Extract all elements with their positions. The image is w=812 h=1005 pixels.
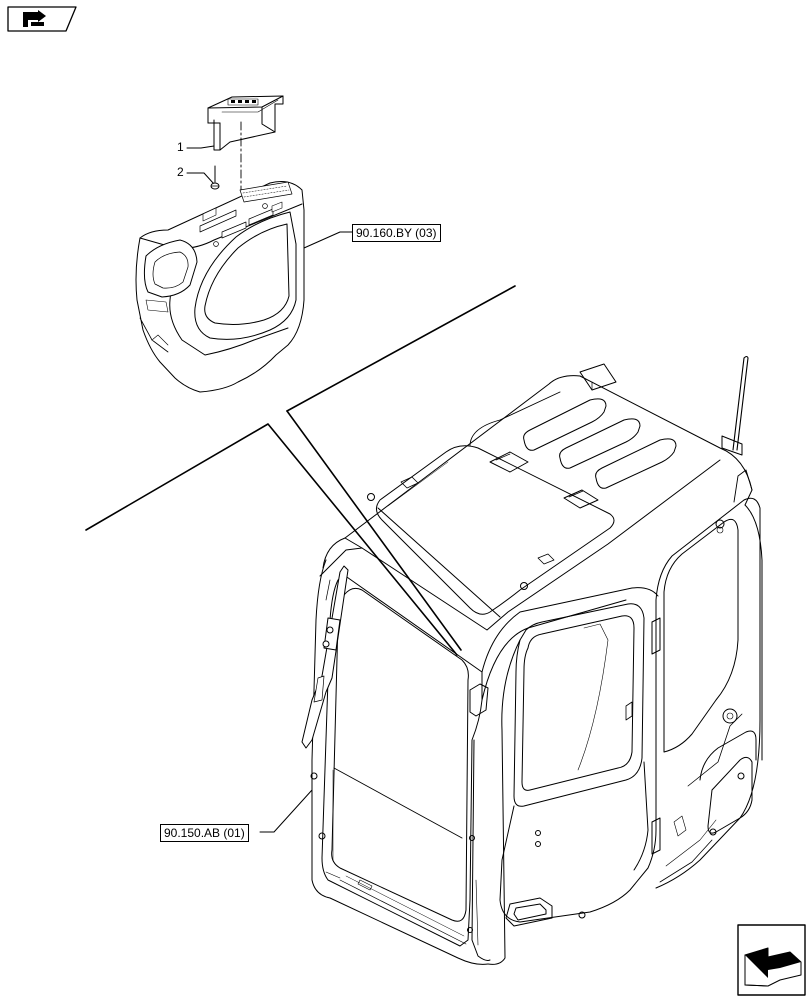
callout-reference-console[interactable]: 90.160.BY (03)	[352, 224, 441, 242]
section-navigation-icon[interactable]	[7, 6, 77, 32]
screw	[210, 165, 220, 190]
callout-reference-cab[interactable]: 90.150.AB (01)	[160, 824, 249, 842]
item-number-1: 1	[177, 140, 184, 154]
operator-cab	[301, 356, 763, 965]
next-page-arrow-icon[interactable]	[737, 924, 806, 996]
console-housing	[135, 181, 305, 393]
control-module	[207, 95, 284, 151]
item-number-2: 2	[177, 165, 184, 179]
